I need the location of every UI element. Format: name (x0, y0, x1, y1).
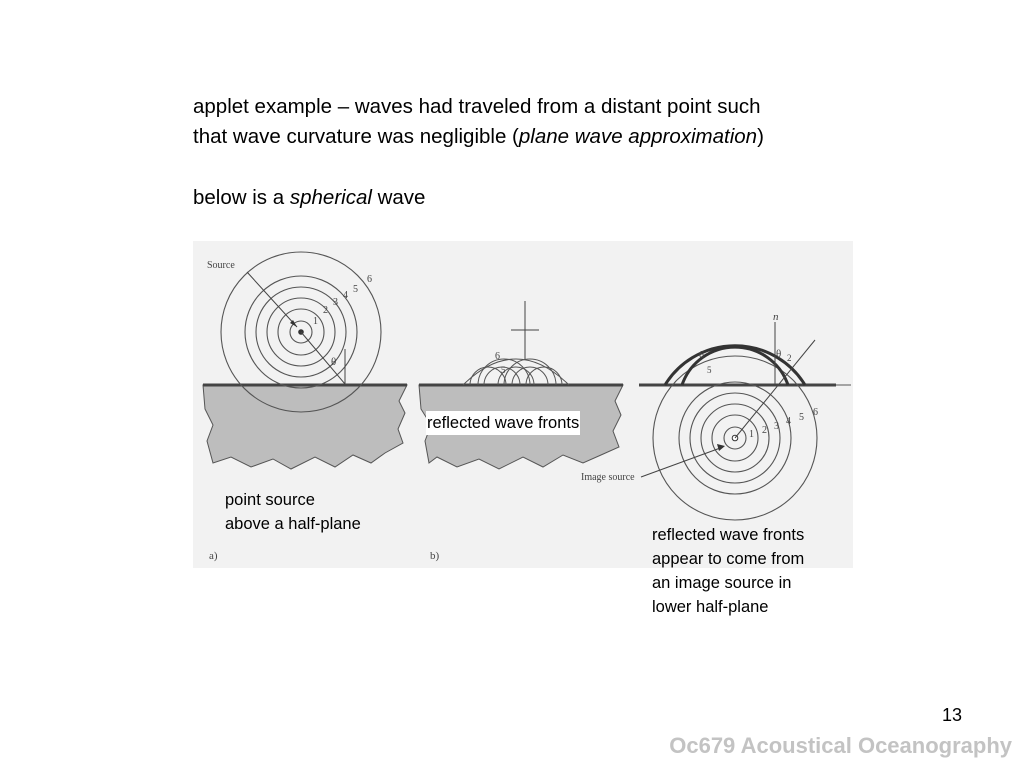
image-wavefront-numbers: 1 2 3 4 5 6 (749, 407, 818, 440)
blank-line (193, 152, 764, 183)
image-wavefront-3 (700, 403, 770, 473)
image-number-3: 3 (774, 421, 779, 432)
image-number-1: 1 (749, 429, 754, 440)
intro-line-3-text: below is a (193, 186, 290, 209)
image-number-4: 4 (786, 416, 791, 427)
source-wavefront-1 (289, 320, 313, 344)
reflected-ray (734, 339, 816, 439)
wavelet-3 (497, 366, 535, 386)
source-number-2: 2 (323, 305, 328, 316)
source-number-4: 4 (343, 290, 348, 301)
source-number-3: 3 (333, 297, 338, 308)
panel-a-label: a) (209, 550, 218, 562)
wavelet-envelope (462, 358, 570, 386)
intro-line-2: that wave curvature was negligible (plan… (193, 122, 764, 152)
source-wavefront-4 (255, 286, 347, 378)
point-source-caption-line-1: point source (225, 491, 315, 509)
source-wavefronts (220, 251, 382, 413)
source-label: Source (207, 260, 235, 271)
wavelet-number-6: 6 (495, 351, 500, 362)
panel-b-label: b) (430, 550, 440, 562)
image-source-caption-line-2: appear to come from (652, 550, 805, 568)
image-source-pointer-line (640, 446, 724, 478)
image-source-caption-line-1: reflected wave fronts (652, 526, 805, 544)
image-number-5: 5 (799, 412, 804, 423)
normal-label: n (773, 311, 779, 323)
intro-text: applet example – waves had traveled from… (193, 92, 764, 213)
image-source-wavefronts (652, 355, 818, 521)
point-source-caption-line-2: above a half-plane (225, 515, 361, 533)
image-number-6: 6 (813, 407, 818, 418)
wavelet-4 (511, 366, 549, 386)
intro-line-2-text: that wave curvature was negligible ( (193, 125, 519, 148)
reflected-number-5: 5 (707, 365, 712, 375)
wavelet-2 (483, 366, 521, 386)
image-source-label: Image source (581, 472, 635, 483)
ground-a (202, 384, 408, 470)
wavelet-7 (503, 358, 557, 386)
intro-line-2-close: ) (757, 125, 764, 148)
reflected-wave-fronts-caption: reflected wave fronts (426, 411, 581, 435)
theta-label-a: θ (331, 356, 336, 368)
image-source-arrowhead (717, 444, 725, 451)
wavelet-number-5: 5 (501, 365, 506, 375)
source-number-5: 5 (353, 284, 358, 295)
page-number: 13 (941, 705, 962, 725)
image-wavefront-1 (723, 426, 747, 450)
point-source-caption: point source above a half-plane (225, 488, 361, 536)
intro-line-3: below is a spherical wave (193, 183, 764, 213)
image-source-caption-line-3: an image source in (652, 574, 792, 592)
huygens-wavelets (462, 358, 570, 386)
spherical-term: spherical (289, 186, 372, 209)
intro-line-1: applet example – waves had traveled from… (193, 95, 761, 118)
spherical-wave-reflection-diagram: Source θ 1 2 3 4 5 6 a) 6 5 b) Image sou… (193, 241, 853, 568)
reflected-front-6 (663, 344, 807, 386)
image-wavefront-6 (652, 355, 818, 521)
reflected-number-6: 6 (699, 350, 704, 361)
source-wavefront-3 (266, 297, 336, 367)
image-number-2: 2 (762, 425, 767, 436)
course-footer: Oc679 Acoustical Oceanography (669, 733, 1012, 758)
image-source-caption-line-4: lower half-plane (652, 598, 769, 616)
source-wavefront-6 (220, 251, 382, 413)
image-wavefront-2 (711, 414, 759, 462)
incident-ray (300, 331, 346, 385)
theta-label-c: θ (776, 348, 781, 360)
image-wavefront-4 (689, 392, 781, 484)
source-wavefront-5 (244, 275, 358, 389)
wavelet-6 (477, 358, 531, 386)
source-wavefront-2 (277, 308, 325, 356)
theta-subscript: 2 (787, 353, 792, 363)
source-wavefront-numbers: 1 2 3 4 5 6 (313, 274, 372, 327)
wavelet-5 (525, 366, 563, 386)
intro-line-3-end: wave (371, 186, 426, 209)
image-wavefront-5 (678, 381, 792, 495)
source-number-6: 6 (367, 274, 372, 285)
source-number-1: 1 (313, 316, 318, 327)
plane-wave-term: plane wave approximation (518, 125, 758, 148)
source-pointer-line (246, 271, 298, 328)
source-pointer-arrowhead (290, 320, 297, 327)
image-source-caption: reflected wave fronts appear to come fro… (652, 523, 804, 619)
